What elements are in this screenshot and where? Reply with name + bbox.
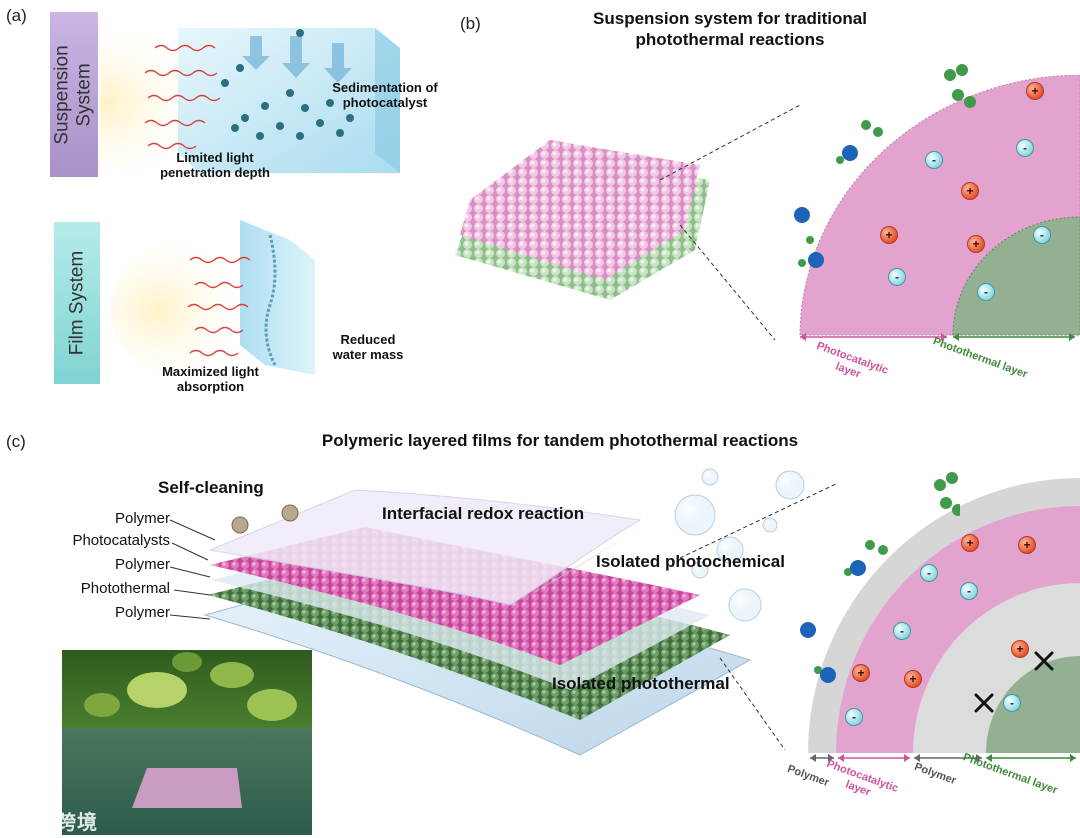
positive-ion: + bbox=[967, 235, 985, 253]
film-system-label: Film System bbox=[66, 250, 87, 356]
watermark: 大数跨境 bbox=[14, 812, 98, 834]
film-system-tab: Film System bbox=[54, 222, 100, 384]
positive-ion: + bbox=[880, 226, 898, 244]
layer-label-polymer-bottom: Polymer bbox=[114, 604, 170, 621]
layer-label-polymer-middle: Polymer bbox=[114, 556, 170, 573]
panel-c-molecules bbox=[800, 472, 960, 683]
panel-b-letter: (b) bbox=[460, 14, 481, 33]
layer-leader-lines bbox=[169, 519, 216, 620]
sedimentation-callout: Sedimentation of photocatalyst bbox=[332, 80, 438, 110]
negative-ion: - bbox=[888, 268, 906, 286]
negative-ion: - bbox=[977, 283, 995, 301]
interfacial-redox-callout: Interfacial redox reaction bbox=[382, 504, 585, 523]
panel-a-letter: (a) bbox=[6, 6, 27, 25]
panel-b-title-line1: Suspension system for traditional bbox=[593, 9, 867, 28]
negative-ion: - bbox=[845, 708, 863, 726]
negative-ion: - bbox=[1016, 139, 1034, 157]
negative-ion: - bbox=[1003, 694, 1021, 712]
positive-ion: + bbox=[1018, 536, 1036, 554]
layer-label-photothermal: Photothermal bbox=[80, 580, 170, 597]
pond-photo bbox=[62, 650, 312, 835]
negative-ion: - bbox=[893, 622, 911, 640]
maximized-light-callout: Maximized light absorption bbox=[162, 364, 259, 394]
suspension-layered-particle bbox=[455, 140, 710, 300]
positive-ion: + bbox=[961, 534, 979, 552]
positive-ion: + bbox=[1026, 82, 1044, 100]
limited-light-callout: Limited light penetration depth bbox=[160, 150, 270, 180]
panel-c-letter: (c) bbox=[6, 432, 26, 451]
suspension-system-tab: Suspension System bbox=[50, 12, 98, 177]
reduced-water-callout: Reduced water mass bbox=[332, 332, 404, 362]
panel-c-zoom-lines bbox=[679, 482, 839, 751]
suspension-system-label: Suspension System bbox=[52, 44, 96, 145]
isolated-photothermal-callout: Isolated photothermal bbox=[552, 674, 730, 693]
positive-ion: + bbox=[961, 182, 979, 200]
positive-ion: + bbox=[1011, 640, 1029, 658]
blocked-transfer-marks bbox=[974, 651, 1054, 713]
negative-ion: - bbox=[925, 151, 943, 169]
layer-label-polymer-top: Polymer bbox=[114, 510, 170, 527]
panel-b-zoom-lines bbox=[659, 104, 801, 341]
photocatalytic-layer-label: Photocatalytic layer bbox=[815, 339, 890, 381]
negative-ion: - bbox=[920, 564, 938, 582]
isolated-photochemical-callout: Isolated photochemical bbox=[596, 552, 785, 571]
self-cleaning-callout: Self-cleaning bbox=[158, 478, 264, 497]
positive-ion: + bbox=[852, 664, 870, 682]
negative-ion: - bbox=[1033, 226, 1051, 244]
panel-c-quarter-disc bbox=[808, 478, 1080, 753]
panel-c-title: Polymeric layered films for tandem photo… bbox=[321, 431, 799, 450]
panel-b-quarter-disc bbox=[799, 75, 1080, 336]
film-illustration bbox=[110, 220, 315, 380]
layered-film-illustration bbox=[203, 468, 805, 756]
panel-b-title-line2: photothermal reactions bbox=[635, 30, 825, 49]
panel-b-title: Suspension system for traditional photot… bbox=[520, 8, 940, 50]
suspension-illustration bbox=[100, 28, 400, 178]
positive-ion: + bbox=[904, 670, 922, 688]
panel-c-axis bbox=[810, 754, 1076, 762]
layer-label-photocatalysts: Photocatalysts bbox=[72, 532, 170, 549]
negative-ion: - bbox=[960, 582, 978, 600]
panel-b-axis bbox=[800, 333, 1075, 341]
panel-b-molecules bbox=[794, 64, 976, 268]
